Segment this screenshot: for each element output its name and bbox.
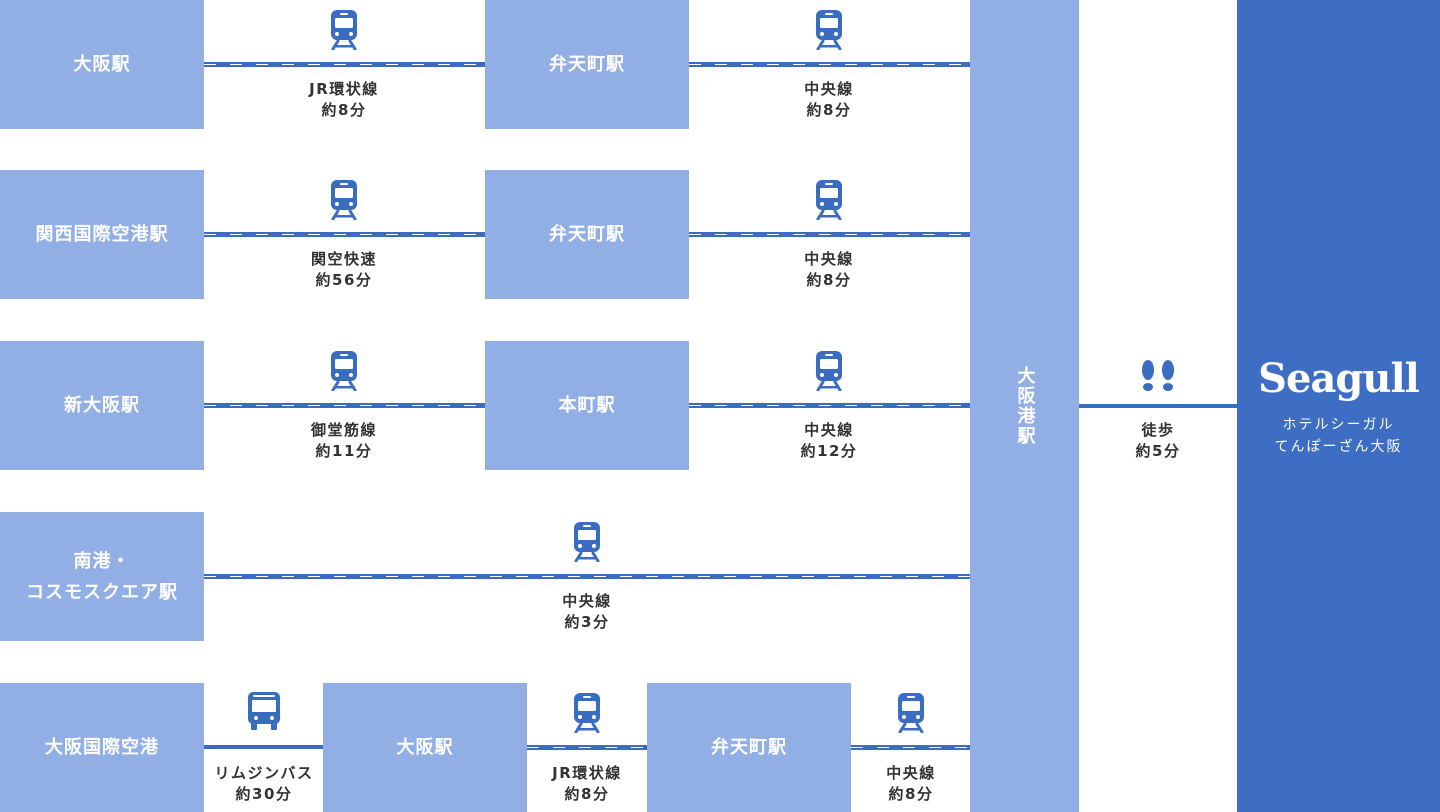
train-icon xyxy=(815,180,843,220)
travel-time: 約12分 xyxy=(800,442,858,460)
route-info: 中央線約8分 xyxy=(804,249,854,291)
travel-time: 約8分 xyxy=(888,785,934,803)
walk-mode: 徒歩 xyxy=(1141,421,1175,439)
destination-station-box: 大阪港駅 xyxy=(970,0,1079,812)
route-info: リムジンバス約30分 xyxy=(214,763,313,805)
train-icon xyxy=(815,10,843,50)
transfer-station-label: 弁天町駅 xyxy=(711,737,787,758)
origin-station-label: 大阪駅 xyxy=(73,54,131,75)
line-name: 中央線 xyxy=(804,421,854,439)
walk-route-line xyxy=(1079,404,1237,408)
line-name: 関空快速 xyxy=(310,250,378,268)
transfer-station-box: 弁天町駅 xyxy=(485,170,689,299)
line-name: リムジンバス xyxy=(214,764,314,782)
transfer-station-label: 弁天町駅 xyxy=(549,54,625,75)
line-name: 中央線 xyxy=(886,764,936,782)
travel-time: 約8分 xyxy=(321,101,367,119)
transfer-station-label: 本町駅 xyxy=(558,395,616,416)
rail-line xyxy=(527,745,647,750)
train-icon xyxy=(573,522,601,562)
train-icon xyxy=(573,693,601,733)
origin-station-label-line1: 南港・ xyxy=(73,550,131,572)
destination-station-label: 大阪港駅 xyxy=(1014,366,1036,446)
rail-line xyxy=(851,745,970,750)
bus-icon xyxy=(247,692,281,730)
line-name: JR環状線 xyxy=(309,80,379,98)
hotel-name-line2: てんぽーざん大阪 xyxy=(1274,439,1403,455)
travel-time: 約8分 xyxy=(806,101,852,119)
origin-station-box: 新大阪駅 xyxy=(0,341,204,470)
footsteps-icon xyxy=(1140,360,1176,392)
route-info: 中央線約12分 xyxy=(801,420,858,462)
rail-line xyxy=(689,403,970,408)
rail-line xyxy=(204,62,485,67)
origin-station-label-line2: コスモスクエア駅 xyxy=(26,581,178,603)
rail-line xyxy=(689,232,970,237)
transfer-station-label: 大阪駅 xyxy=(396,737,454,758)
train-icon xyxy=(815,351,843,391)
route-info: 御堂筋線約11分 xyxy=(311,420,377,462)
route-info: JR環状線約8分 xyxy=(552,763,622,805)
route-info: 関空快速約56分 xyxy=(311,249,377,291)
transfer-station-box: 弁天町駅 xyxy=(485,0,689,129)
origin-station-label: 大阪国際空港 xyxy=(45,737,159,758)
travel-time: 約11分 xyxy=(315,442,373,460)
rail-line xyxy=(689,62,970,67)
line-name: 中央線 xyxy=(562,592,612,610)
travel-time: 約8分 xyxy=(806,271,852,289)
route-info: 徒歩約5分 xyxy=(1136,420,1181,462)
hotel-panel: Seagull ホテルシーガル てんぽーざん大阪 xyxy=(1237,0,1440,812)
origin-station-box: 南港・コスモスクエア駅 xyxy=(0,512,204,641)
origin-station-box: 大阪駅 xyxy=(0,0,204,129)
train-icon xyxy=(330,10,358,50)
line-name: 御堂筋線 xyxy=(310,421,378,439)
line-name: JR環状線 xyxy=(552,764,622,782)
transfer-station-box: 大阪駅 xyxy=(323,683,527,812)
bus-route-line xyxy=(204,745,323,749)
rail-line xyxy=(204,574,970,579)
hotel-logo: Seagull xyxy=(1258,355,1420,402)
train-icon xyxy=(897,693,925,733)
route-info: 中央線約8分 xyxy=(804,79,854,121)
travel-time: 約8分 xyxy=(564,785,610,803)
train-icon xyxy=(330,180,358,220)
route-info: JR環状線約8分 xyxy=(309,79,379,121)
origin-station-label: 関西国際空港駅 xyxy=(35,224,169,245)
rail-line xyxy=(204,232,485,237)
rail-line xyxy=(204,403,485,408)
train-icon xyxy=(330,351,358,391)
origin-station-box: 関西国際空港駅 xyxy=(0,170,204,299)
transfer-station-box: 弁天町駅 xyxy=(647,683,851,812)
route-info: 中央線約3分 xyxy=(562,591,612,633)
travel-time: 約5分 xyxy=(1135,442,1181,460)
origin-station-label: 新大阪駅 xyxy=(64,395,140,416)
route-info: 中央線約8分 xyxy=(886,763,936,805)
line-name: 中央線 xyxy=(804,80,854,98)
hotel-name-line1: ホテルシーガル xyxy=(1282,417,1395,433)
line-name: 中央線 xyxy=(804,250,854,268)
travel-time: 約30分 xyxy=(235,785,293,803)
transfer-station-label: 弁天町駅 xyxy=(549,224,625,245)
travel-time: 約3分 xyxy=(564,613,610,631)
origin-station-box: 大阪国際空港 xyxy=(0,683,204,812)
transfer-station-box: 本町駅 xyxy=(485,341,689,470)
travel-time: 約56分 xyxy=(315,271,373,289)
